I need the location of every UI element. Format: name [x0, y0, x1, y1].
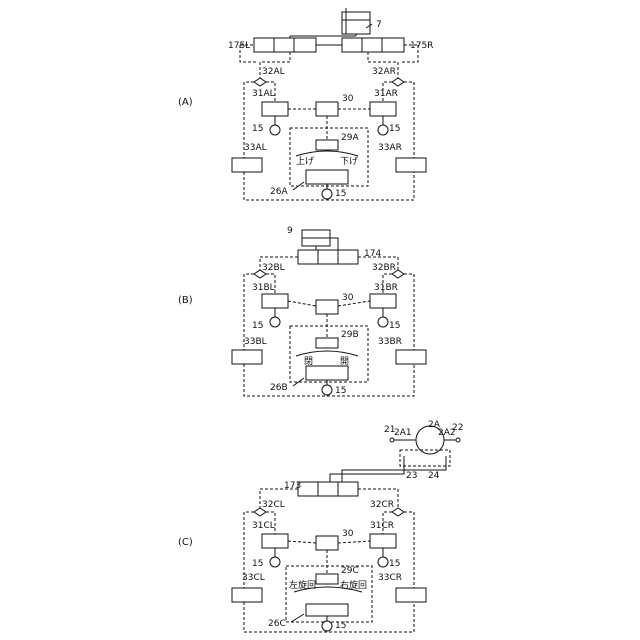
source-15-b-bottom	[322, 385, 332, 395]
source-15-a-right	[378, 125, 388, 135]
valve-175r	[342, 38, 404, 52]
label-33ar: 33AR	[378, 143, 402, 153]
pilot-26b	[306, 366, 348, 380]
label-9: 9	[287, 226, 293, 236]
label-15-b-bottom: 15	[335, 386, 346, 396]
label-32ar: 32AR	[372, 67, 396, 77]
port-21	[390, 438, 394, 442]
source-15-b-right	[378, 317, 388, 327]
pilot-26c	[306, 604, 348, 616]
label-24: 24	[428, 471, 440, 481]
label-30-c: 30	[342, 529, 354, 539]
controller-30-b	[316, 300, 338, 314]
label-32br: 32BR	[372, 263, 396, 273]
lever-a-left-text: 上げ	[296, 156, 314, 167]
port-22	[456, 438, 460, 442]
valve-173	[298, 482, 358, 496]
label-30-a: 30	[342, 94, 354, 104]
label-175r: 175R	[410, 41, 433, 51]
label-21: 21	[384, 425, 395, 435]
source-15-c-bottom	[322, 621, 332, 631]
label-26c: 26C	[268, 619, 286, 629]
valve-31bl	[262, 294, 288, 308]
label-30-b: 30	[342, 293, 354, 303]
valve-33br	[396, 350, 426, 364]
lever-c-left-text: 左旋回	[289, 579, 316, 591]
label-29b: 29B	[341, 330, 359, 340]
valve-33cr	[396, 588, 426, 602]
lever-b-left-text: 閉	[304, 356, 313, 367]
section-a: (A) 7 175L 175R 32AL 32AR	[178, 8, 433, 200]
label-31ar: 31AR	[374, 89, 398, 99]
source-15-a-left	[270, 125, 280, 135]
label-33br: 33BR	[378, 337, 402, 347]
shuttle-32ar	[392, 78, 404, 86]
valve-33ar	[396, 158, 426, 172]
source-15-c-left	[270, 557, 280, 567]
lever-a-right-text: 下げ	[340, 156, 358, 167]
valve-175l	[254, 38, 316, 52]
label-23: 23	[406, 471, 417, 481]
valve-33cl	[232, 588, 262, 602]
label-32cr: 32CR	[370, 500, 394, 510]
label-22: 22	[452, 423, 463, 433]
valve-33al	[232, 158, 262, 172]
label-15-c-right: 15	[389, 559, 400, 569]
pilot-26a	[306, 170, 348, 184]
label-15-a-right: 15	[389, 124, 400, 134]
label-32cl: 32CL	[262, 500, 285, 510]
label-15-b-right: 15	[389, 321, 400, 331]
label-29a: 29A	[341, 133, 359, 143]
source-15-b-left	[270, 317, 280, 327]
label-33bl: 33BL	[244, 337, 267, 347]
lever-c-right-text: 右旋回	[340, 579, 367, 591]
label-33al: 33AL	[244, 143, 267, 153]
label-15-a-left: 15	[252, 124, 263, 134]
label-33cl: 33CL	[242, 573, 265, 583]
section-c: (C) 2A 2A1 2A2 21 22 23 24 173 32CL 32CR…	[178, 420, 463, 632]
label-26a: 26A	[270, 187, 288, 197]
label-2a1: 2A1	[394, 428, 412, 438]
controller-30-a	[316, 102, 338, 116]
label-15-b-left: 15	[252, 321, 263, 331]
valve-174	[298, 250, 358, 264]
label-31br: 31BR	[374, 283, 398, 293]
valve-33bl	[232, 350, 262, 364]
valve-31cl	[262, 534, 288, 548]
source-15-a-bottom	[322, 189, 332, 199]
lever-29c	[316, 574, 338, 584]
label-31bl: 31BL	[252, 283, 275, 293]
label-15-c-left: 15	[252, 559, 263, 569]
section-b-caption: (B)	[178, 295, 193, 306]
valve-31ar	[370, 102, 396, 116]
section-a-caption: (A)	[178, 97, 193, 108]
label-31al: 31AL	[252, 89, 275, 99]
label-32bl: 32BL	[262, 263, 285, 273]
label-31cr: 31CR	[370, 521, 394, 531]
label-7: 7	[376, 20, 382, 30]
shuttle-32al	[254, 78, 266, 86]
lever-29a	[316, 140, 338, 150]
section-b: (B) 9 174 32BL 32BR 31BL 31BR 15 15 30	[178, 226, 426, 396]
lever-b-right-text: 開	[340, 356, 349, 367]
section-c-caption: (C)	[178, 537, 193, 548]
controller-30-c	[316, 536, 338, 550]
valve-31br	[370, 294, 396, 308]
label-15-c-bottom: 15	[335, 621, 346, 631]
label-15-a-bottom: 15	[335, 189, 346, 199]
label-29c: 29C	[341, 566, 359, 576]
label-32al: 32AL	[262, 67, 285, 77]
lever-29b	[316, 338, 338, 348]
label-33cr: 33CR	[378, 573, 402, 583]
source-15-c-right	[378, 557, 388, 567]
label-175l: 175L	[228, 41, 250, 51]
valve-31al	[262, 102, 288, 116]
valve-31cr	[370, 534, 396, 548]
label-31cl: 31CL	[252, 521, 275, 531]
label-26b: 26B	[270, 383, 288, 393]
